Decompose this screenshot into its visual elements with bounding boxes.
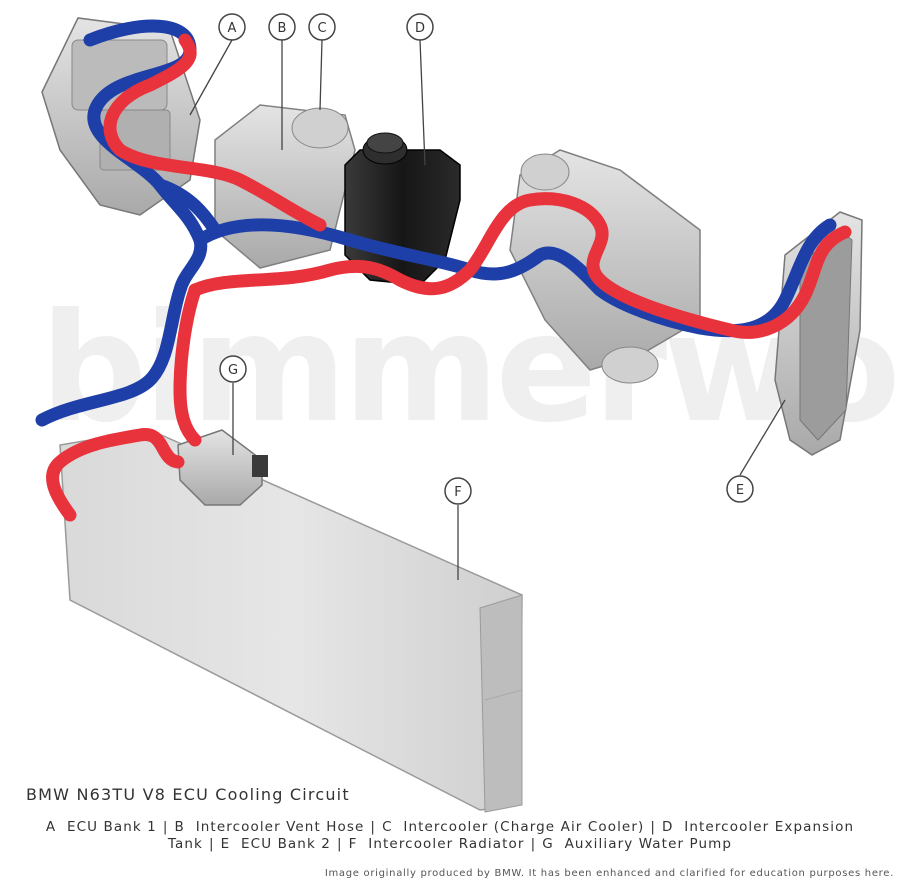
intercooler-radiator <box>59 429 523 813</box>
legend-item-b: B Intercooler Vent Hose <box>175 819 365 835</box>
callout-F: F <box>444 477 472 505</box>
legend-label: ECU Bank 1 <box>66 819 157 835</box>
callout-B: B <box>268 13 296 41</box>
legend-label: Intercooler Vent Hose <box>195 819 365 835</box>
callout-D: D <box>406 13 434 41</box>
svg-text:E: E <box>736 483 744 498</box>
legend: A ECU Bank 1|B Intercooler Vent Hose|C I… <box>20 819 880 853</box>
legend-label: Intercooler (Charge Air Cooler) <box>403 819 645 835</box>
legend-label: Intercooler Radiator <box>368 836 525 852</box>
legend-item-a: A ECU Bank 1 <box>46 819 157 835</box>
legend-label: ECU Bank 2 <box>241 836 331 852</box>
legend-label: Intercooler Expansion Tank <box>167 819 855 852</box>
legend-letter: E <box>220 836 242 852</box>
legend-label: Auxiliary Water Pump <box>564 836 733 852</box>
legend-letter: F <box>348 836 369 852</box>
auxiliary-water-pump <box>177 429 268 506</box>
legend-separator: | <box>162 819 169 835</box>
legend-letter: B <box>174 819 196 835</box>
svg-text:C: C <box>317 21 326 36</box>
hot-coolant-hoses <box>46 33 852 522</box>
callout-A: A <box>218 13 246 41</box>
legend-letter: C <box>382 819 404 835</box>
callout-leaders <box>189 39 786 580</box>
image-credit: Image originally produced by BMW. It has… <box>324 868 894 879</box>
legend-separator: | <box>530 836 537 852</box>
svg-text:B: B <box>278 21 287 36</box>
legend-item-c: C Intercooler (Charge Air Cooler) <box>382 819 644 835</box>
legend-item-f: F Intercooler Radiator <box>349 836 525 852</box>
svg-text:D: D <box>415 21 425 36</box>
legend-letter: G <box>542 836 565 852</box>
legend-item-g: G Auxiliary Water Pump <box>542 836 732 852</box>
callout-E: E <box>726 475 754 503</box>
diagram-title: BMW N63TU V8 ECU Cooling Circuit <box>26 785 350 804</box>
legend-item-e: E ECU Bank 2 <box>221 836 331 852</box>
legend-separator: | <box>208 836 215 852</box>
intercooler-bank-1 <box>214 104 356 269</box>
svg-text:F: F <box>454 485 461 500</box>
svg-text:G: G <box>228 363 238 378</box>
legend-letter: A <box>45 819 67 835</box>
callout-G: G <box>219 355 247 383</box>
callout-C: C <box>308 13 336 41</box>
legend-separator: | <box>650 819 657 835</box>
legend-item-d: D Intercooler Expansion Tank <box>168 819 854 852</box>
svg-text:A: A <box>228 21 237 36</box>
legend-separator: | <box>370 819 377 835</box>
legend-separator: | <box>336 836 343 852</box>
legend-letter: D <box>662 819 685 835</box>
